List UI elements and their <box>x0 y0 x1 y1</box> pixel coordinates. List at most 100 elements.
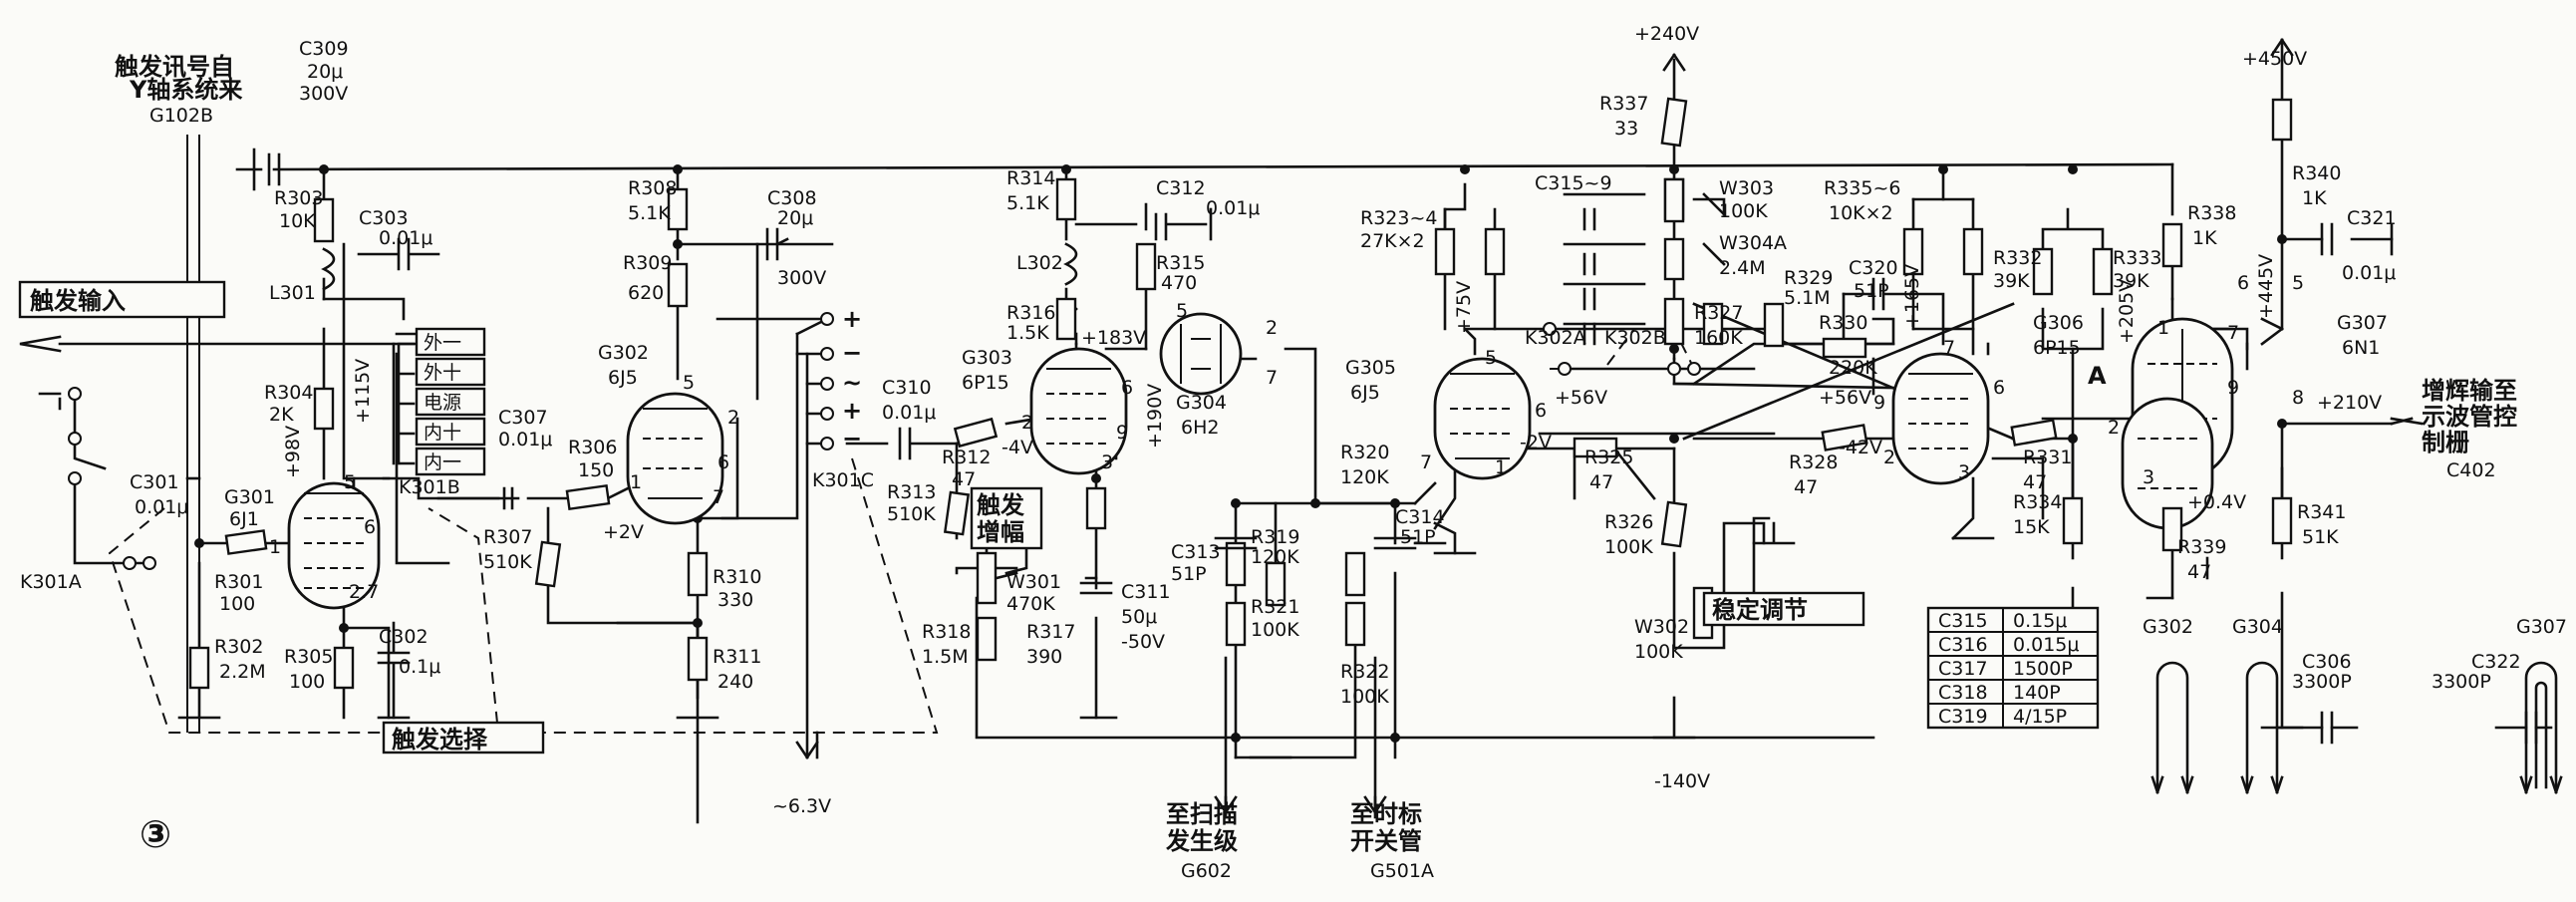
c310-name: C310 <box>882 377 932 399</box>
r329-name: R329 <box>1784 267 1833 289</box>
r302-value: 2.2M <box>219 661 266 683</box>
volt-p56b: +56V <box>1819 387 1871 409</box>
pin-g302-5: 5 <box>683 372 695 394</box>
volt-p115: +115V <box>352 359 374 424</box>
node-a: A <box>2088 362 2107 390</box>
junction-dots <box>194 164 2287 743</box>
figure-number: ③ <box>140 812 171 856</box>
pin-g303-6: 6 <box>1121 377 1133 399</box>
pin-g305-5: 5 <box>1485 347 1497 369</box>
pin-g306-6: 6 <box>1993 377 2005 399</box>
g304-type: 6H2 <box>1181 417 1219 439</box>
c309-v2: 300V <box>299 83 348 105</box>
r319-name: R319 <box>1251 526 1299 548</box>
pin-g301-5: 5 <box>344 471 356 493</box>
r315-name: R315 <box>1156 252 1205 274</box>
r314-value: 5.1K <box>1006 192 1049 214</box>
c308-v1: 20μ <box>777 207 813 229</box>
g305-type: 6J5 <box>1350 382 1380 404</box>
r339-value: 47 <box>2187 561 2211 583</box>
source-option-3: 内十 <box>424 422 461 444</box>
volt-p75: +75V <box>1453 281 1475 334</box>
source-box-2 <box>415 387 486 417</box>
r318-name: R318 <box>922 621 971 643</box>
r310-value: 330 <box>717 589 753 611</box>
c307-value: 0.01μ <box>498 429 552 451</box>
r321-value: 100K <box>1251 619 1299 641</box>
c302-value: 0.1μ <box>399 656 440 678</box>
c306-value: 3300P <box>2292 671 2352 693</box>
r329-value: 5.1M <box>1784 287 1831 309</box>
pin-g307-3: 3 <box>2143 466 2154 488</box>
w301-name: W301 <box>1006 571 1061 593</box>
volt-m42: -42V <box>1839 437 1882 458</box>
r340-value: 1K <box>2302 187 2327 209</box>
vacuum-tube-g304 <box>1159 312 1243 396</box>
to-sweep-ref: G602 <box>1181 860 1232 882</box>
c303-value: 0.01μ <box>379 227 432 249</box>
g301-type: 6J1 <box>229 508 259 530</box>
heater-diagrams: G302 G304 C306 3300P G307 C322 3300P <box>2143 616 2567 794</box>
r314-name: R314 <box>1006 167 1055 189</box>
r303-name: R303 <box>274 187 323 209</box>
r315-value: 470 <box>1161 272 1197 294</box>
to-grid-label-2: 示波管控 <box>2422 403 2517 431</box>
pin-g301-1: 1 <box>269 536 281 558</box>
capacitor-table: C315 0.15μ C316 0.015μ C317 1500P C318 1… <box>1926 606 2100 730</box>
pin-g303-2: 2 <box>1021 412 1033 434</box>
table-value-2: 1500P <box>2013 658 2073 680</box>
c307-name: C307 <box>498 407 548 429</box>
r325-name: R325 <box>1584 447 1633 468</box>
coupling-plus2: + <box>842 397 862 425</box>
trigger-source-line2: Y轴系统来 <box>129 76 243 104</box>
pin-g307-8: 8 <box>2292 387 2304 409</box>
c322-value: 3300P <box>2432 671 2491 693</box>
switch-k301c: K301C <box>812 469 874 491</box>
pin-g306-9: 9 <box>1873 392 1885 414</box>
coupling-minus: − <box>842 339 862 367</box>
to-grid-ref: C402 <box>2446 459 2496 481</box>
r334-name: R334 <box>2013 491 2062 513</box>
to-grid-label-3: 制栅 <box>2422 429 2469 456</box>
source-option-1: 外十 <box>424 362 461 384</box>
pin-g305-7: 7 <box>1420 451 1432 473</box>
volt-p98: +98V <box>282 426 304 478</box>
r301-name: R301 <box>214 571 263 593</box>
trigger-gain-label-2: 增幅 <box>977 518 1024 546</box>
r309-name: R309 <box>623 252 672 274</box>
volt-p445: +445V <box>2255 254 2277 319</box>
trigger-source-ref: G102B <box>149 105 213 127</box>
r306-name: R306 <box>568 437 617 458</box>
r316-name: R316 <box>1006 302 1055 324</box>
r311-value: 240 <box>717 671 753 693</box>
r341-name: R341 <box>2297 501 2346 523</box>
table-value-3: 140P <box>2013 682 2061 704</box>
g303-name: G303 <box>962 347 1012 369</box>
w302-value: 100K <box>1634 641 1683 663</box>
c321-name: C321 <box>2347 207 2397 229</box>
volt-p56a: +56V <box>1555 387 1607 409</box>
c315-9-name: C315~9 <box>1535 172 1612 194</box>
coupling-minus2: − <box>842 425 862 452</box>
table-ref-4: C319 <box>1938 706 1988 728</box>
c303-name: C303 <box>359 207 409 229</box>
heater-g302-label: G302 <box>2143 616 2193 638</box>
table-value-0: 0.15μ <box>2013 610 2067 632</box>
c302-name: C302 <box>379 626 429 648</box>
table-ref-2: C317 <box>1938 658 1988 680</box>
to-timer-label-2: 开关管 <box>1350 827 1422 855</box>
pin-g307-2: 2 <box>2108 417 2120 439</box>
source-box-1 <box>415 357 486 387</box>
to-grid-label-1: 增辉输至 <box>2422 377 2517 405</box>
c306-name: C306 <box>2302 651 2352 673</box>
stability-adj-box <box>1702 591 1865 627</box>
volt-p2v: +2V <box>603 521 644 543</box>
vacuum-tube-g303 <box>1029 347 1128 475</box>
w304a-name: W304A <box>1719 232 1787 254</box>
r323-value: 27K×2 <box>1360 230 1425 252</box>
switch-k302b: K302B <box>1604 327 1666 349</box>
pin-g304-7: 7 <box>1266 367 1278 389</box>
c308-v2: 300V <box>777 267 826 289</box>
volt-p205: +205V <box>2116 279 2138 344</box>
r307-value: 510K <box>483 551 532 573</box>
